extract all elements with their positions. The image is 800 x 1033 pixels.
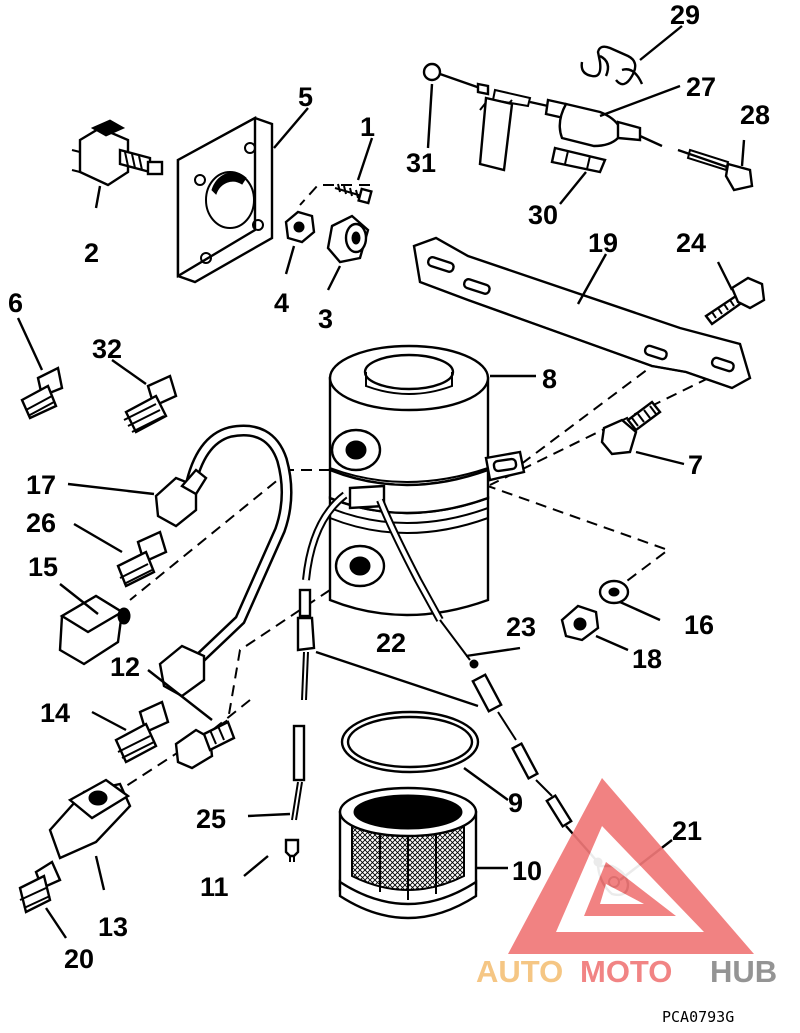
part-13-fitting-block	[48, 778, 132, 860]
part-2-switch	[71, 119, 164, 187]
part-26-fitting	[116, 530, 168, 588]
callout-27: 27	[686, 72, 716, 102]
callout-19: 19	[588, 228, 618, 258]
watermark-text-auto: AUTO	[476, 954, 563, 989]
callout-3: 3	[318, 304, 333, 334]
callout-21: 21	[672, 816, 702, 846]
callout-20: 20	[64, 944, 94, 974]
callout-12: 12	[110, 652, 140, 682]
watermark-text-hub: HUB	[710, 954, 777, 989]
part-6-fitting	[20, 366, 64, 420]
callout-28: 28	[740, 100, 770, 130]
part-25-wire	[291, 491, 348, 821]
callout-16: 16	[684, 610, 714, 640]
callout-8: 8	[542, 364, 557, 394]
callout-30: 30	[528, 200, 558, 230]
automotohub-watermark: AUTO MOTO HUB	[476, 778, 777, 989]
part-18-nut	[560, 604, 600, 642]
callout-25: 25	[196, 804, 226, 834]
callout-7: 7	[688, 450, 703, 480]
part-31-ring-terminal-wire	[422, 62, 532, 111]
callout-9: 9	[508, 788, 523, 818]
callouts: 1 2 3 4 5 6 7 8 9 10 11 12 13 14 15 16 1…	[8, 0, 770, 974]
callout-17: 17	[26, 470, 56, 500]
part-24-bolt	[704, 276, 766, 326]
leader-lines	[16, 25, 746, 939]
part-7-screw	[600, 400, 662, 456]
part-20-fitting	[18, 860, 62, 914]
part-1-screw	[334, 183, 373, 205]
part-5-mounting-plate	[176, 115, 274, 284]
figure-code: PCA0793G	[662, 1008, 734, 1026]
part-10-filter-screen	[338, 786, 478, 920]
callout-4: 4	[274, 288, 289, 318]
part-22-wire	[376, 498, 471, 661]
callout-1: 1	[360, 112, 375, 142]
callout-26: 26	[26, 508, 56, 538]
part-9-gasket	[340, 710, 480, 774]
part-8-pump-body	[328, 344, 526, 617]
part-27-fuse-holder	[529, 98, 663, 148]
part-12-fitting	[174, 720, 236, 770]
callout-10: 10	[512, 856, 542, 886]
part-15-fitting-block	[58, 594, 131, 666]
callout-24: 24	[676, 228, 706, 258]
watermark-text-moto: MOTO	[580, 954, 672, 989]
callout-5: 5	[298, 82, 313, 112]
callout-2: 2	[84, 238, 99, 268]
part-29-clip	[580, 45, 644, 86]
part-16-washer	[598, 579, 630, 605]
callout-23: 23	[506, 612, 536, 642]
callout-31: 31	[406, 148, 436, 178]
part-14-fitting	[114, 700, 170, 764]
part-17-fuel-line	[154, 424, 293, 698]
part-19-bracket	[412, 236, 752, 390]
part-30-fuse	[478, 96, 607, 174]
part-3-spacer	[326, 214, 370, 264]
part-28-terminal-wire	[677, 148, 754, 192]
callout-14: 14	[40, 698, 70, 728]
callout-13: 13	[98, 912, 128, 942]
callout-15: 15	[28, 552, 58, 582]
part-11-terminal	[284, 838, 300, 862]
callout-32: 32	[92, 334, 122, 364]
callout-22: 22	[376, 628, 406, 658]
callout-11: 11	[200, 872, 229, 902]
callout-29: 29	[670, 0, 700, 30]
callout-6: 6	[8, 288, 23, 318]
callout-18: 18	[632, 644, 662, 674]
part-4-nut	[284, 210, 316, 244]
part-32-fitting	[123, 374, 178, 434]
